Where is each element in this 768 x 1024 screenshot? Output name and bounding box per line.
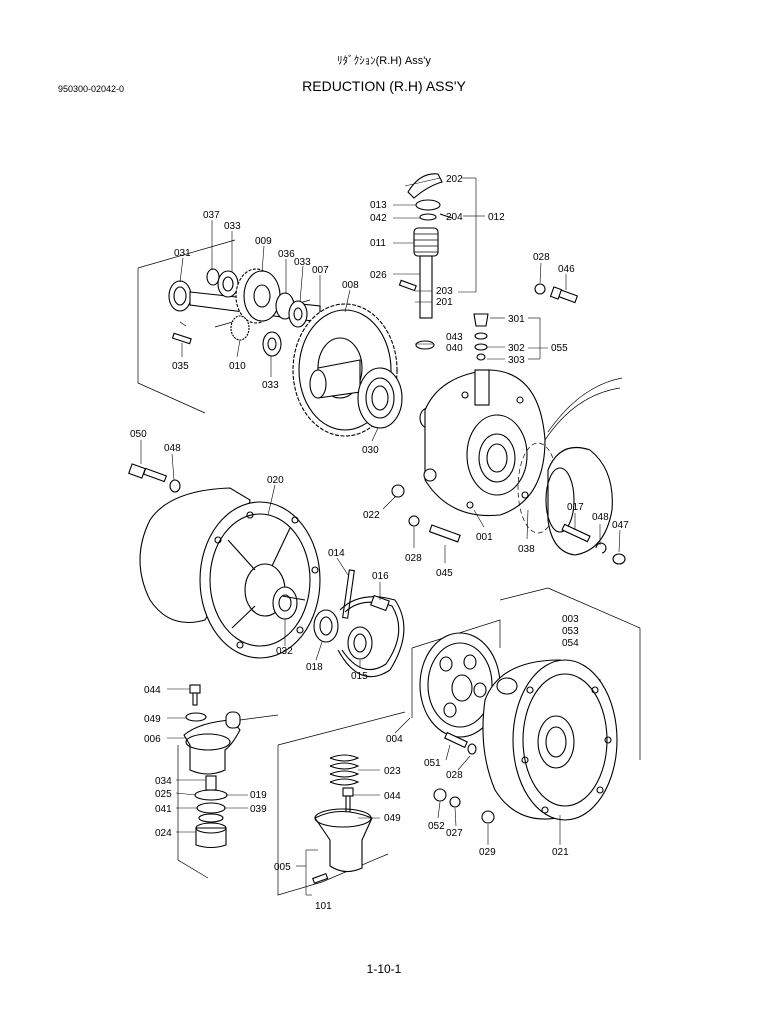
part-label-011: 011 [370, 238, 386, 249]
part-label-008: 008 [342, 280, 359, 291]
page-number: 1-10-1 [366, 962, 402, 976]
part-label-031: 031 [174, 248, 191, 259]
part-label-042: 042 [370, 213, 387, 224]
gear-train-drawing [168, 268, 321, 357]
part-label-302: 302 [508, 343, 525, 354]
ring-gear-drawing [292, 303, 403, 437]
part-label-101: 101 [315, 901, 332, 912]
part-label-014: 014 [328, 548, 345, 559]
part-label-050: 050 [130, 429, 147, 440]
part-label-006: 006 [144, 734, 161, 745]
part-label-048-left: 048 [164, 443, 181, 454]
part-label-017: 017 [567, 502, 584, 513]
part-label-055: 055 [551, 343, 568, 354]
part-label-012: 012 [488, 212, 505, 223]
part-label-022: 022 [363, 510, 380, 521]
part-label-028-top: 028 [533, 252, 550, 263]
part-label-038: 038 [518, 544, 535, 555]
brake-band-drawing [313, 569, 405, 678]
part-label-041: 041 [155, 804, 172, 815]
part-label-033-top: 033 [224, 221, 241, 232]
housing-020-drawing [139, 487, 321, 659]
part-label-027: 027 [446, 828, 463, 839]
part-label-201: 201 [436, 297, 453, 308]
part-label-021: 021 [552, 847, 569, 858]
part-label-054: 054 [562, 638, 579, 649]
part-label-049-right: 049 [384, 813, 401, 824]
part-label-039: 039 [250, 804, 267, 815]
gear-group-frame [137, 239, 311, 414]
part-label-032: 032 [276, 646, 293, 657]
part-label-049-left: 049 [144, 714, 161, 725]
plug-bolt-drawing [473, 283, 579, 361]
part-label-019: 019 [250, 790, 267, 801]
part-label-025: 025 [155, 789, 172, 800]
part-label-030: 030 [362, 445, 379, 456]
part-label-052: 052 [428, 821, 445, 832]
housing-001-drawing [423, 369, 623, 556]
part-label-003: 003 [562, 614, 579, 625]
part-label-036: 036 [278, 249, 295, 260]
part-label-037: 037 [203, 210, 220, 221]
part-label-023: 023 [384, 766, 401, 777]
part-label-009: 009 [255, 236, 272, 247]
part-label-053: 053 [562, 626, 579, 637]
part-label-045: 045 [436, 568, 453, 579]
part-label-303: 303 [508, 355, 525, 366]
part-label-010: 010 [229, 361, 246, 372]
part-label-005: 005 [274, 862, 291, 873]
leader-lines [140, 177, 621, 896]
part-label-020: 020 [267, 475, 284, 486]
part-label-016: 016 [372, 571, 389, 582]
part-label-013: 013 [370, 200, 387, 211]
part-label-048-right: 048 [592, 512, 609, 523]
document-number: 950300-02042-0 [58, 84, 125, 94]
part-label-044-left: 044 [144, 685, 161, 696]
part-label-202: 202 [446, 174, 463, 185]
shaft-lever-drawing [398, 173, 453, 429]
part-label-043: 043 [446, 332, 463, 343]
part-label-033-low: 033 [262, 380, 279, 391]
part-label-035: 035 [172, 361, 189, 372]
part-label-001: 001 [476, 532, 493, 543]
part-label-044-right: 044 [384, 791, 401, 802]
part-label-026: 026 [370, 270, 387, 281]
part-label-028-mid: 028 [405, 553, 422, 564]
part-label-046: 046 [558, 264, 575, 275]
hub-housing-drawing [411, 587, 641, 824]
valve-assembly-drawing [177, 684, 279, 879]
page-title: REDUCTION (R.H) ASS'Y [302, 78, 466, 94]
part-label-018: 018 [306, 662, 323, 673]
part-label-015: 015 [351, 671, 368, 682]
part-label-047: 047 [612, 520, 629, 531]
part-label-040: 040 [446, 343, 463, 354]
part-label-028-low: 028 [446, 770, 463, 781]
bolt-set-drawing [128, 463, 626, 565]
part-label-033-mid: 033 [294, 257, 311, 268]
part-label-051: 051 [424, 758, 441, 769]
japanese-title: ﾘﾀﾞｸｼｮﾝ(R.H) Ass'y [337, 55, 431, 67]
part-label-029: 029 [479, 847, 496, 858]
part-label-203: 203 [436, 286, 453, 297]
part-label-301: 301 [508, 314, 525, 325]
part-label-007: 007 [312, 265, 329, 276]
part-label-004: 004 [386, 734, 403, 745]
part-labels: 202 013 042 204 012 037 033 009 036 033 … [130, 174, 629, 912]
part-label-034: 034 [155, 776, 172, 787]
part-label-204: 204 [446, 212, 463, 223]
part-label-024: 024 [155, 828, 172, 839]
